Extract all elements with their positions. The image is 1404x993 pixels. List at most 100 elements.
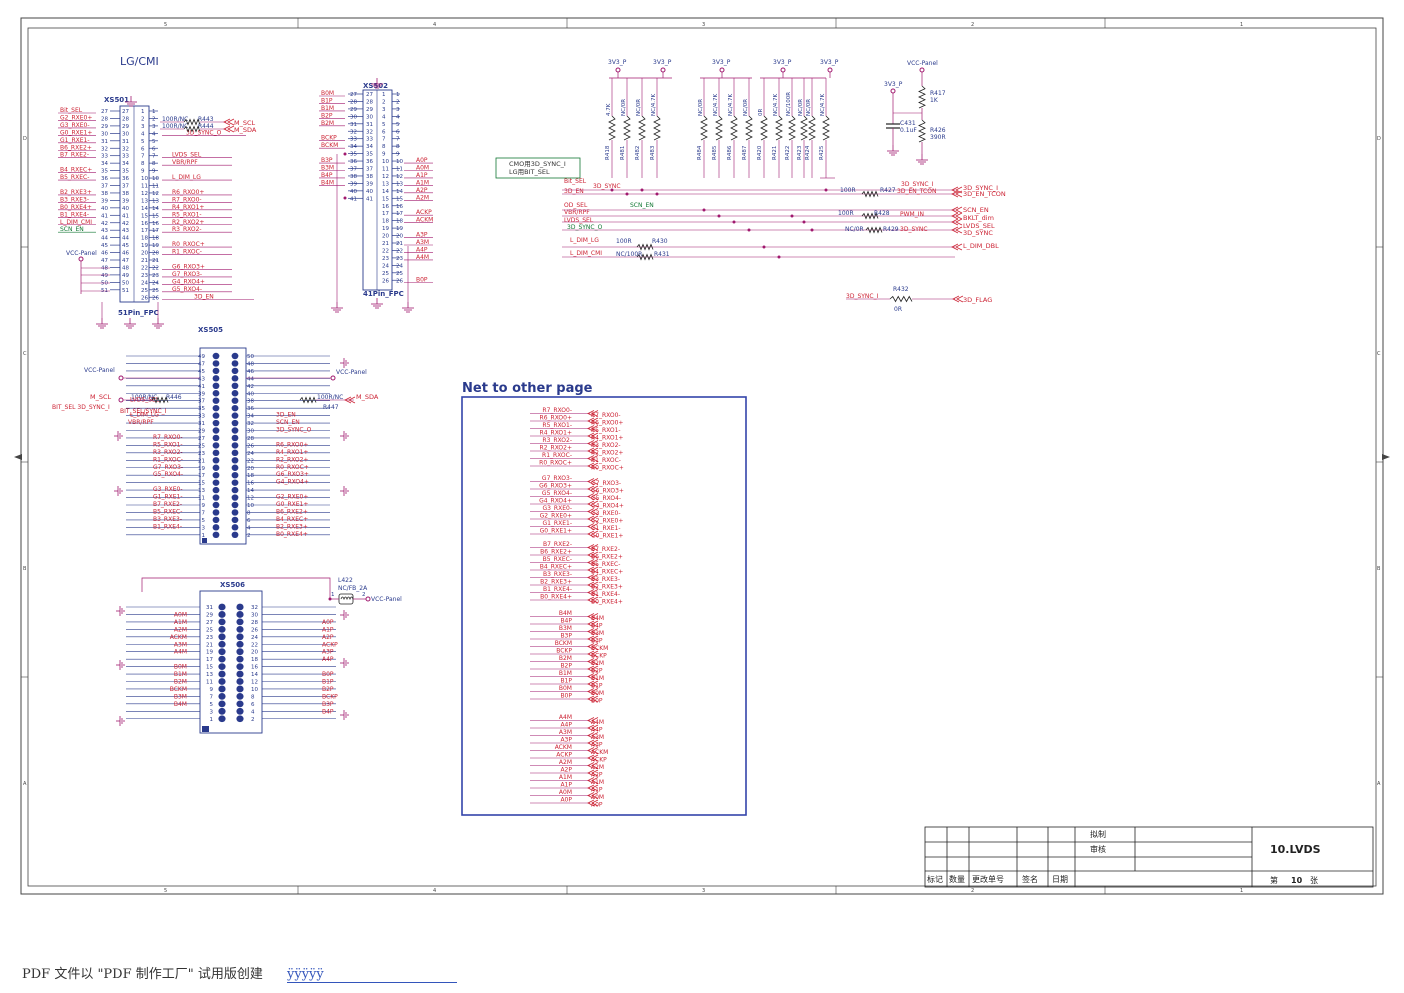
pin-number: 16 bbox=[247, 481, 254, 487]
net-right: B3_RXE3- bbox=[591, 576, 620, 583]
pin-number: 5 bbox=[152, 139, 156, 145]
pin-pad bbox=[212, 412, 220, 419]
pin-pad bbox=[212, 427, 220, 434]
junction bbox=[625, 192, 629, 196]
xs506-body bbox=[199, 590, 263, 734]
port-arrow bbox=[951, 190, 963, 198]
net-left: G2_RXE0+ bbox=[540, 513, 572, 520]
net-right: B2P bbox=[591, 668, 603, 675]
net-right: R1_RXOC- bbox=[591, 457, 621, 464]
port-label: 3D_SYNC bbox=[963, 229, 993, 237]
r447-ref: R447 bbox=[323, 404, 339, 411]
port-arrow bbox=[587, 544, 599, 551]
port-arrow bbox=[587, 566, 599, 574]
pin-number: 20 bbox=[251, 650, 258, 656]
footer-link[interactable]: ÿÿÿÿÿ bbox=[287, 967, 458, 983]
rail-label: 3V3_P bbox=[820, 59, 839, 66]
mid-label: 3D_SYNC_I bbox=[901, 181, 934, 188]
net-label: G4_RXO4+ bbox=[172, 278, 205, 285]
net-label: A0M bbox=[416, 165, 429, 172]
net-label: B3P bbox=[322, 701, 334, 708]
net-label: R6_RXO0+ bbox=[276, 441, 308, 448]
net-label: B4_RXEC+ bbox=[60, 167, 92, 174]
net-right: A3P bbox=[591, 742, 603, 749]
net-right: A2P bbox=[591, 772, 603, 779]
pin-number: 32 bbox=[101, 146, 108, 152]
port-arrow bbox=[587, 739, 599, 747]
pin-pad bbox=[236, 603, 244, 611]
net-label: A3M bbox=[416, 239, 429, 246]
pin-number: 7 bbox=[210, 694, 214, 700]
pin-pad bbox=[231, 531, 239, 538]
xs501-body bbox=[119, 105, 150, 303]
pin-number: 40 bbox=[247, 391, 254, 397]
port-arrow bbox=[587, 628, 599, 635]
pin-number: 35 bbox=[101, 169, 108, 175]
pin-pad bbox=[236, 670, 244, 678]
pin-number: 11 bbox=[198, 496, 205, 502]
net-label: B0_RXE4+ bbox=[276, 531, 308, 538]
frame-col-top: 4 bbox=[433, 22, 436, 28]
resistor-value: 4.7K bbox=[606, 103, 612, 116]
pin-number: 31 bbox=[350, 122, 357, 128]
port-arrow bbox=[587, 635, 599, 643]
pin-number: 46 bbox=[247, 369, 254, 375]
pin-number: 28 bbox=[101, 116, 108, 122]
net-label: BCKP bbox=[321, 135, 337, 142]
pin-number: 1 bbox=[210, 717, 214, 723]
net-left: R1_RXOC- bbox=[542, 452, 572, 459]
net-label: Bit_SEL bbox=[564, 178, 587, 185]
resistor-value: NC/0R bbox=[798, 99, 804, 116]
port-arrow bbox=[587, 500, 599, 508]
port-arrow bbox=[587, 665, 599, 673]
pin-number: 37 bbox=[122, 184, 129, 190]
pin-number: 11 bbox=[382, 167, 389, 173]
pin-number: 38 bbox=[366, 174, 373, 180]
junction bbox=[824, 188, 828, 192]
net-label: B4_RXEC+ bbox=[276, 516, 308, 523]
net-left: A4M bbox=[559, 714, 572, 721]
pin-number: 23 bbox=[198, 451, 205, 457]
resistor-body bbox=[745, 115, 753, 141]
net-label: A2M bbox=[174, 626, 187, 633]
net-label: VBR/RPF bbox=[564, 209, 590, 216]
r432-ref: R432 bbox=[893, 286, 909, 293]
net-label: SCN_EN bbox=[630, 202, 654, 209]
pin-number: 24 bbox=[396, 263, 403, 269]
pin-number: 26 bbox=[141, 295, 148, 301]
pin-number: 19 bbox=[382, 226, 389, 232]
port-arrow bbox=[587, 551, 599, 559]
pin-number: 31 bbox=[206, 605, 213, 611]
r428-body bbox=[861, 212, 879, 220]
port-arrow bbox=[587, 792, 599, 799]
pin-pad bbox=[212, 449, 220, 457]
vcc-node bbox=[330, 375, 336, 381]
net-label: 3D_SYNC_O bbox=[186, 129, 222, 136]
net-label: L_DIM_CMI bbox=[60, 219, 92, 226]
port-arrow bbox=[587, 455, 599, 462]
pin-number: 8 bbox=[251, 694, 255, 700]
resistor-ref: R421 bbox=[772, 146, 778, 160]
net-right: A4P bbox=[591, 727, 603, 734]
net-left: R2_RXO2+ bbox=[540, 445, 572, 452]
pin-number: 6 bbox=[141, 146, 145, 152]
pin-number: 6 bbox=[251, 702, 255, 708]
net-left: B1_RXE4- bbox=[543, 586, 572, 593]
series-value: NC/100R bbox=[616, 251, 642, 258]
r443-value: 100R/NC bbox=[162, 116, 188, 123]
pin-number: 28 bbox=[247, 436, 254, 442]
series-value: 100R bbox=[616, 238, 632, 245]
net-right: B3P bbox=[591, 638, 603, 645]
header-sign: 签名 bbox=[1022, 874, 1038, 884]
pin-number: 42 bbox=[101, 221, 108, 227]
pin-number: 12 bbox=[251, 680, 258, 686]
pin-number: 32 bbox=[251, 605, 258, 611]
pin-number: 10 bbox=[396, 159, 403, 165]
series-ref: R429 bbox=[883, 226, 899, 233]
series-value: 100R bbox=[838, 210, 854, 217]
resistor-value: NC/4.7K bbox=[651, 93, 657, 116]
pin-number: 17 bbox=[152, 228, 159, 234]
port-arrow bbox=[587, 784, 599, 792]
rail-node bbox=[615, 67, 621, 73]
